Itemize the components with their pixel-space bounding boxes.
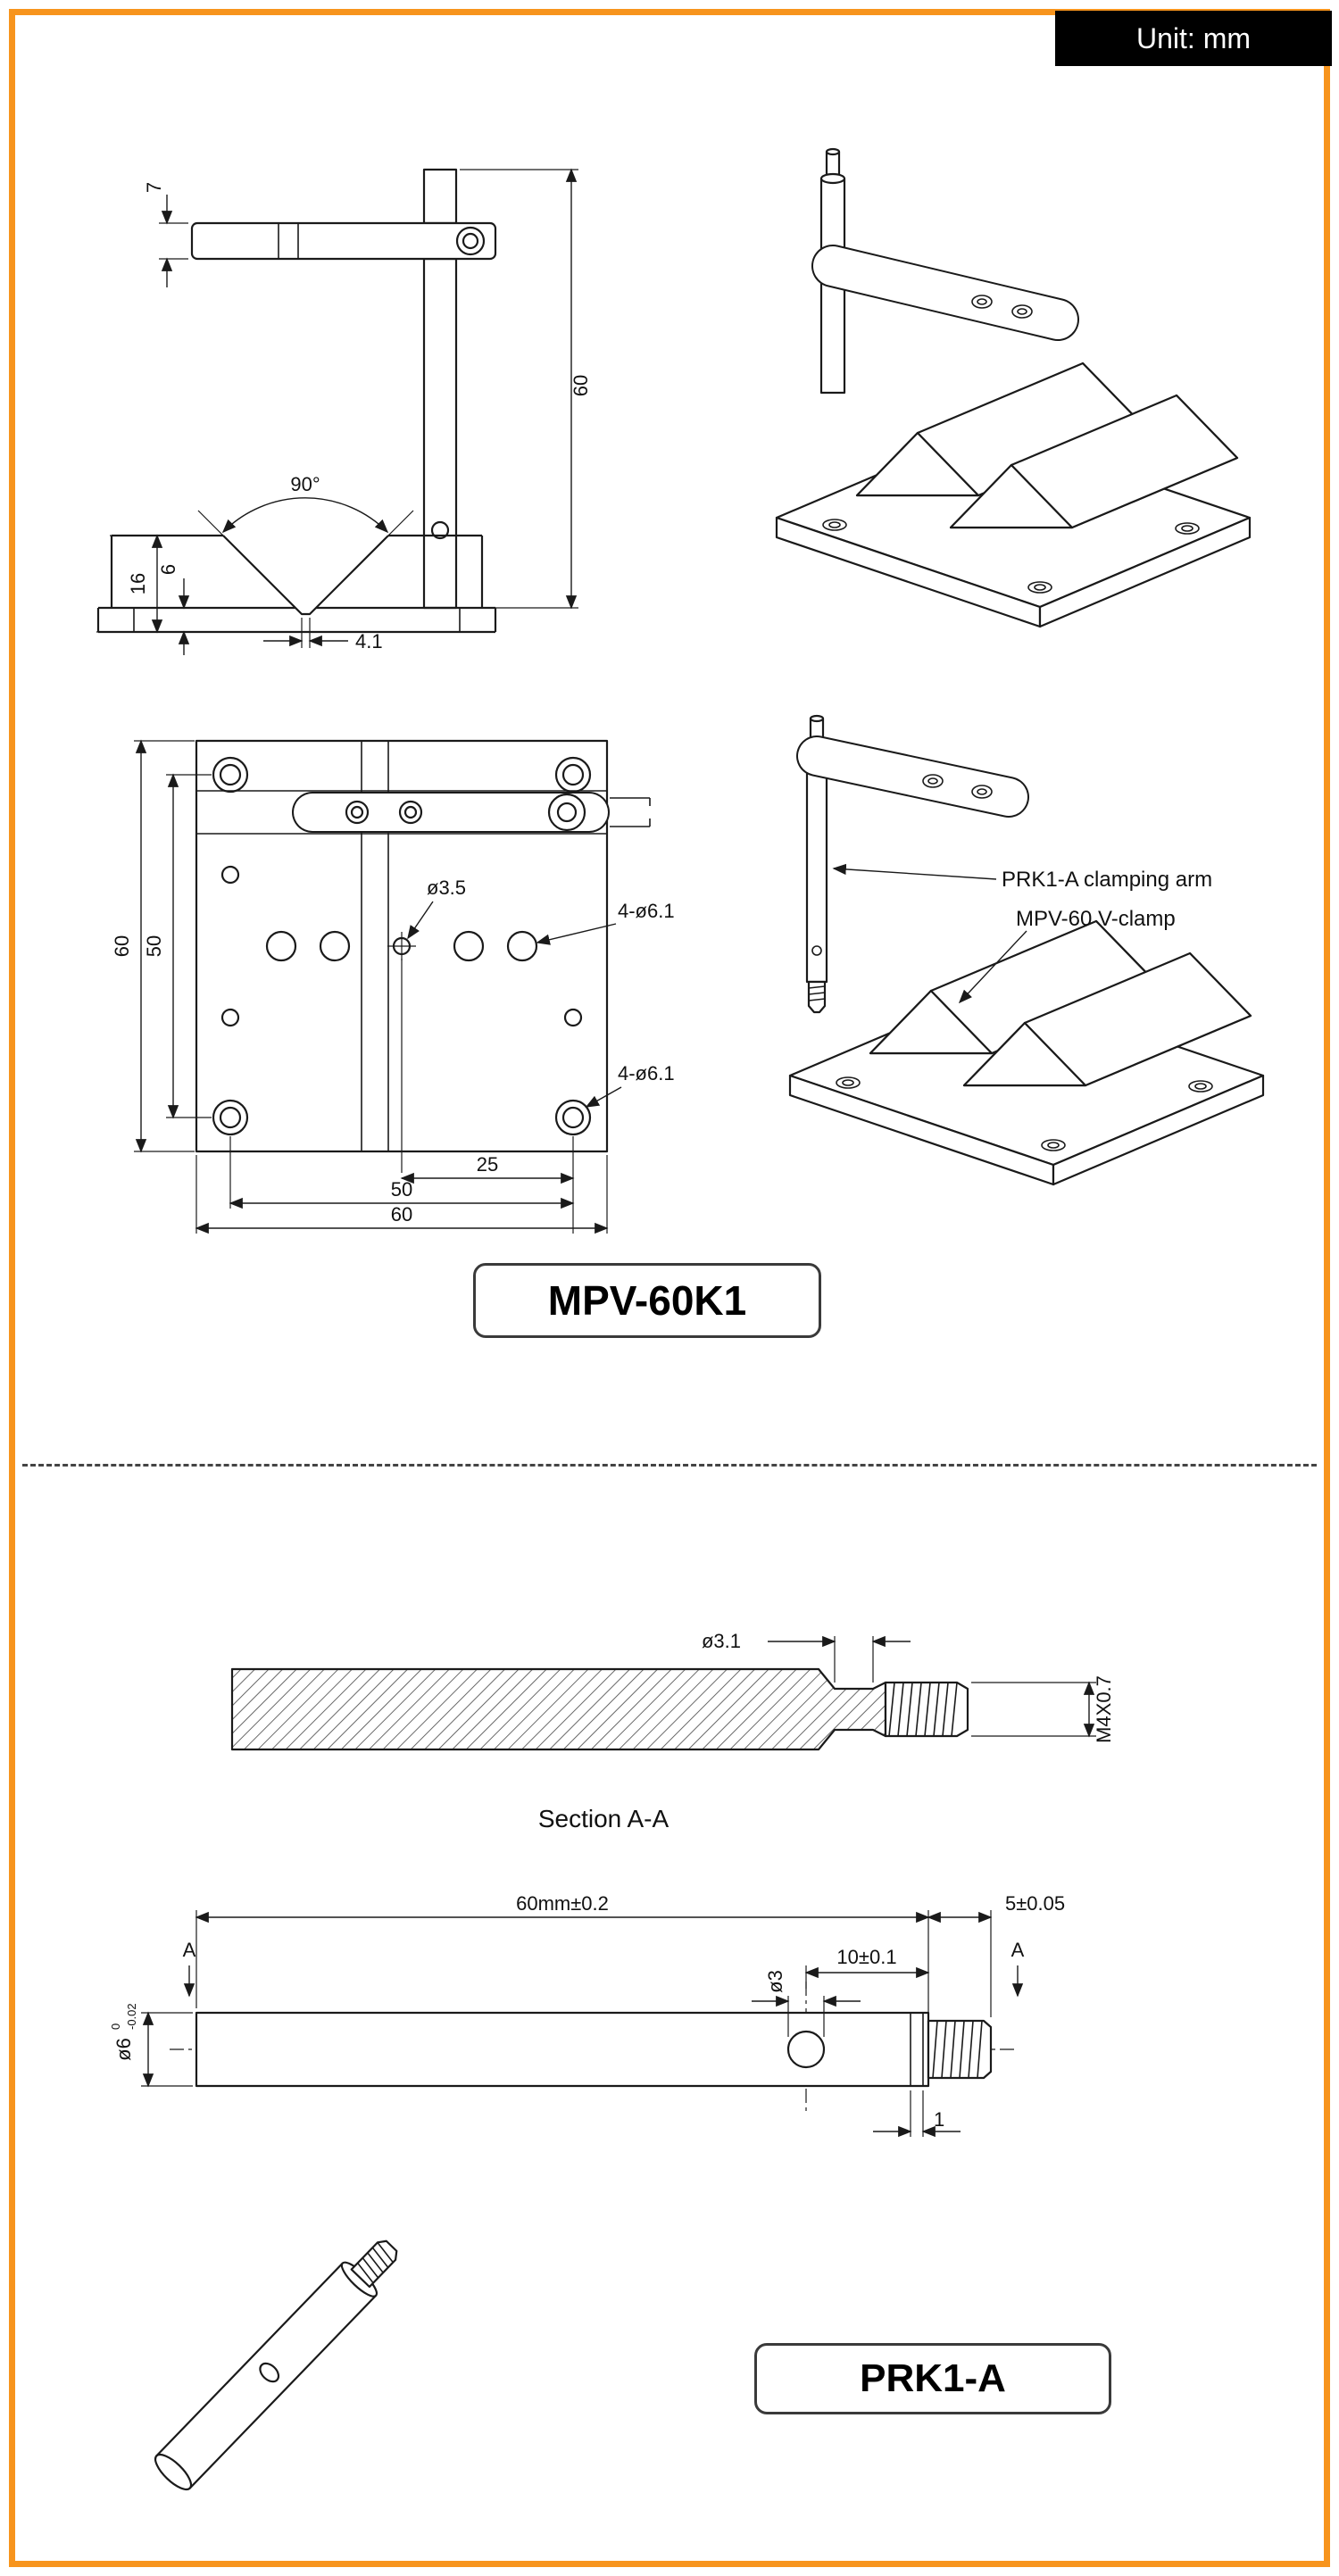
section-marker-left: A (183, 1939, 196, 1998)
note-mid-holes-label: 4-ø6.1 (618, 900, 675, 922)
mpv-60k1-label: MPV-60K1 (547, 1277, 747, 1324)
dim-10-label: 10±0.1 (836, 1946, 896, 1968)
dim-thread-length: 5±0.05 (927, 1892, 1065, 2017)
dim-shaft-dia: ø6 0 -0.02 (109, 2003, 193, 2088)
dim-dia35-label: ø3.5 (427, 877, 466, 899)
label-v-clamp: MPV-60 V-clamp (1016, 907, 1176, 931)
section-divider (22, 1464, 1317, 1467)
clamp-arm-front (190, 221, 497, 261)
dim-plate-height: 60 (111, 739, 195, 1153)
dim-v-flat: 4.1 (263, 618, 383, 652)
dim-hole-dia: ø3 (752, 1970, 861, 2037)
rod-section-body (230, 1667, 969, 1751)
unit-label-box: Unit: mm (1055, 11, 1332, 66)
dim-hole-spacing-v: 50 (143, 773, 212, 1119)
dim-hole-spacing-h: 50 (229, 1136, 575, 1209)
dim-center-to-holes: 25 (400, 959, 575, 1234)
section-aa-drawing: ø3.1 M4X0.7 Section A-A (230, 1630, 1115, 1832)
section-marker-right: A (1011, 1939, 1025, 1998)
section-aa-title: Section A-A (538, 1805, 670, 1832)
v-wedges-iso (855, 361, 1239, 529)
leader-center-hole: ø3.5 (407, 877, 466, 940)
clamp-arm-exploded (796, 735, 1029, 818)
dim-dia6-tol-upper: 0 (109, 2023, 122, 2030)
v-wedges-exploded (869, 919, 1252, 1087)
dim-25-label: 25 (477, 1153, 498, 1176)
dim-dia3-label: ø3 (764, 1970, 786, 1993)
dim-base-height: 16 (96, 534, 163, 634)
dim-16-label: 16 (127, 573, 149, 594)
dim-rod-length: 60 (460, 168, 592, 610)
leader-corner-holes: 4-ø6.1 (585, 1062, 675, 1108)
pin-3d-body (154, 2239, 398, 2491)
dim-60-label: 60 (570, 375, 592, 396)
callout-clamping-arm: PRK1-A clamping arm (832, 863, 1212, 892)
dim-6-label: 6 (157, 564, 179, 575)
clamp-arm-iso (811, 245, 1079, 341)
mpv-60k1-label-box: MPV-60K1 (473, 1263, 821, 1338)
note-corner-holes-label: 4-ø6.1 (618, 1062, 675, 1084)
dim-hole-offset: 10±0.1 (804, 1946, 930, 1989)
dim-groove-width: 1 (873, 2090, 961, 2138)
pin-body (195, 2011, 993, 2088)
dim-60mm-label: 60mm±0.2 (516, 1892, 609, 1915)
dim-50v-label: 50 (143, 935, 165, 957)
dim-dia6-label: ø6 (112, 2038, 135, 2061)
dim-thread-spec: M4X0.7 (971, 1675, 1115, 1743)
dim-arm-thickness: 7 (143, 182, 188, 287)
dim-50h-label: 50 (391, 1178, 412, 1201)
dim-pin-length: 60mm±0.2 (195, 1892, 930, 2015)
dim-m4-label: M4X0.7 (1093, 1675, 1115, 1743)
section-a-left-label: A (183, 1939, 196, 1961)
dim-dia31-label: ø3.1 (702, 1630, 741, 1652)
dim-neck-dia: ø3.1 (702, 1630, 911, 1683)
plan-view-drawing: 60 50 ø3.5 4-ø6.1 4-ø6.1 25 (111, 739, 675, 1234)
dim-1-label: 1 (934, 2108, 944, 2131)
dim-7-label: 7 (143, 182, 165, 193)
dim-4-1-label: 4.1 (355, 630, 383, 652)
dim-v-angle: 90° (221, 473, 389, 534)
dim-dia6-tol-lower: -0.02 (125, 2003, 138, 2030)
dim-90-label: 90° (290, 473, 320, 495)
dim-60v-label: 60 (111, 935, 133, 957)
dim-base-step: 6 (102, 564, 190, 655)
dim-60h-label: 60 (391, 1203, 412, 1226)
pin-3d-render (154, 2239, 398, 2491)
unit-label: Unit: mm (1136, 21, 1251, 54)
prk1-a-label: PRK1-A (860, 2356, 1006, 2400)
dim-plate-width: 60 (195, 1155, 609, 1234)
label-clamping-arm: PRK1-A clamping arm (1002, 868, 1212, 892)
clamp-rod-front (422, 168, 458, 610)
clamp-arm-top-view (292, 792, 651, 833)
dim-5-label: 5±0.05 (1005, 1892, 1065, 1915)
v-block-base-front (96, 510, 497, 634)
pin-side-view-drawing: 60mm±0.2 5±0.05 10±0.1 ø3 ø6 (109, 1892, 1065, 2138)
iso-assembled-view (775, 147, 1252, 628)
iso-exploded-view: PRK1-A clamping arm MPV-60 V-clamp (788, 714, 1265, 1186)
prk1-a-label-box: PRK1-A (754, 2343, 1111, 2414)
leader-mid-holes: 4-ø6.1 (536, 900, 675, 945)
callout-v-clamp: MPV-60 V-clamp (958, 907, 1176, 1004)
front-view-drawing: 7 60 90° 16 6 (96, 168, 592, 655)
section-a-right-label: A (1011, 1939, 1025, 1961)
